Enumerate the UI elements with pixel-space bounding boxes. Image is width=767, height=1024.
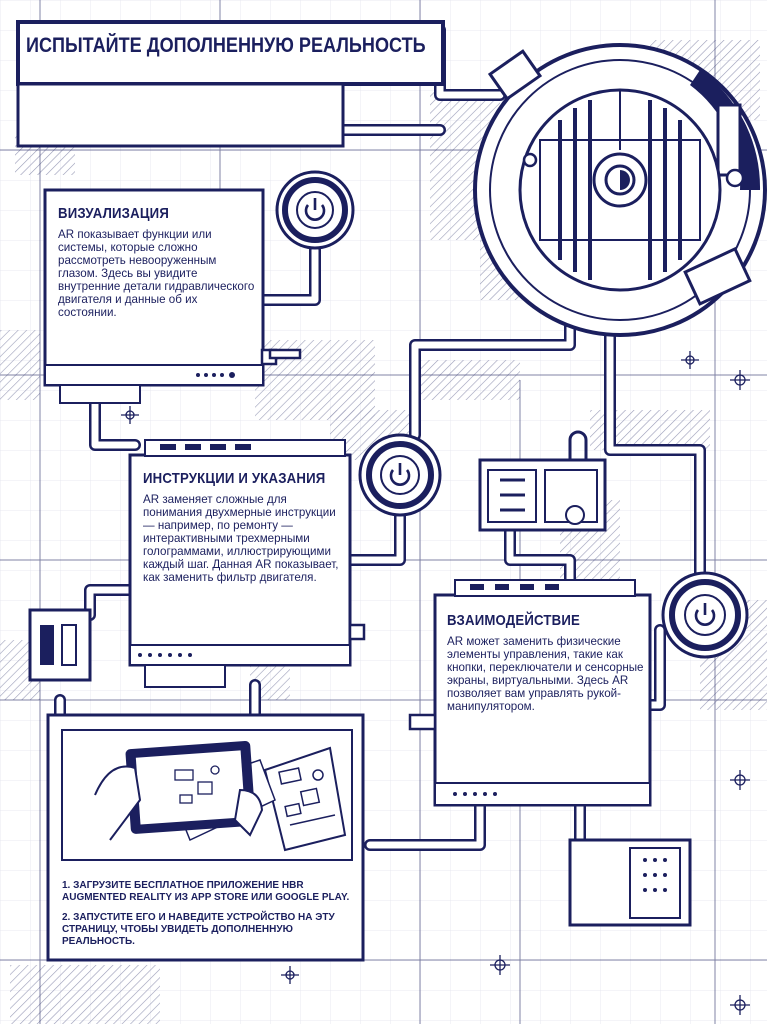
instructions-heading: ИНСТРУКЦИИ И УКАЗАНИЯ bbox=[143, 470, 326, 487]
visualization-heading: ВИЗУАЛИЗАЦИЯ bbox=[58, 205, 169, 222]
side-unit-bottom-right bbox=[568, 838, 692, 927]
power-icon bbox=[661, 571, 749, 659]
page-title: ИСПЫТАЙТЕ ДОПОЛНЕННУЮ РЕАЛЬНОСТЬ bbox=[26, 34, 426, 57]
side-unit-left bbox=[28, 608, 92, 682]
step-2: 2. ЗАПУСТИТЕ ЕГО И НАВЕДИТЕ УСТРОЙСТВО Н… bbox=[62, 912, 335, 947]
tablet-icon bbox=[94, 741, 347, 852]
step-1: 1. ЗАГРУЗИТЕ БЕСПЛАТНОЕ ПРИЛОЖЕНИЕ HBR A… bbox=[62, 880, 350, 903]
interaction-text: AR может заменить физические элементы уп… bbox=[447, 635, 644, 713]
power-icon bbox=[275, 170, 355, 250]
power-icon bbox=[358, 433, 442, 517]
interaction-card: ВЗАИМОДЕЙСТВИЕ AR может заменить физичес… bbox=[447, 612, 645, 713]
instructions-card: ИНСТРУКЦИИ И УКАЗАНИЯ AR заменяет сложны… bbox=[143, 470, 343, 584]
visualization-card: ВИЗУАЛИЗАЦИЯ AR показывает функции или с… bbox=[58, 205, 258, 319]
target-markers bbox=[121, 351, 750, 1015]
visualization-text: AR показывает функции или системы, котор… bbox=[58, 228, 255, 319]
instructions-steps: 1. ЗАГРУЗИТЕ БЕСПЛАТНОЕ ПРИЛОЖЕНИЕ HBR A… bbox=[62, 880, 362, 956]
instructions-text: AR заменяет сложные для понимания двухме… bbox=[143, 493, 339, 584]
title-box bbox=[16, 20, 445, 148]
control-unit bbox=[478, 430, 607, 532]
engine-icon bbox=[473, 43, 767, 337]
interaction-heading: ВЗАИМОДЕЙСТВИЕ bbox=[447, 612, 580, 629]
